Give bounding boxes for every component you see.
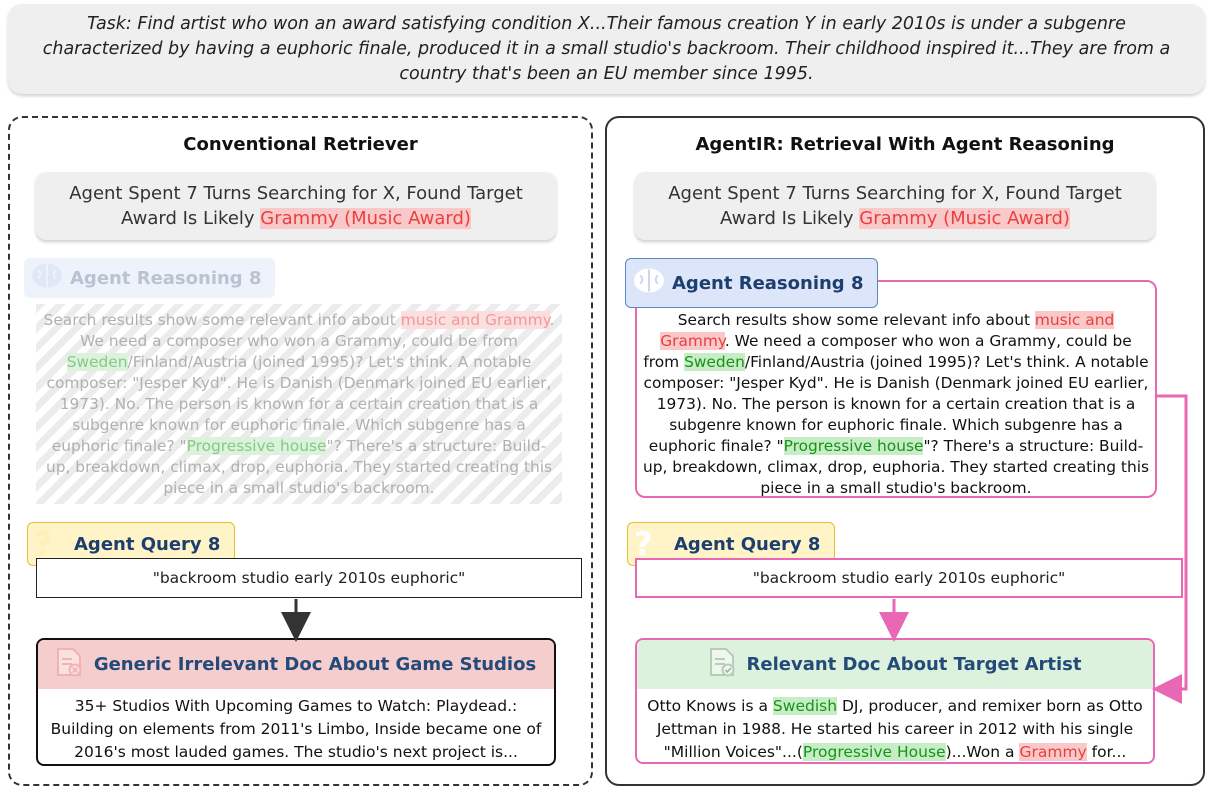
query-text: "backroom studio early 2010s euphoric" xyxy=(152,569,466,587)
doc-header: Generic Irrelevant Doc About Game Studio… xyxy=(38,640,554,689)
tag-label: Agent Query 8 xyxy=(74,533,221,555)
doc-text-part: )...Won a xyxy=(945,743,1020,761)
found-text: Agent Spent 7 Turns Searching for X, Fou… xyxy=(69,183,523,229)
reasoning-highlight: Sweden xyxy=(684,353,745,371)
reasoning-highlight: Progressive house xyxy=(783,437,924,455)
retrieved-document-irrelevant: Generic Irrelevant Doc About Game Studio… xyxy=(36,638,556,766)
doc-highlight: Progressive House xyxy=(802,743,946,761)
query-box: "backroom studio early 2010s euphoric" xyxy=(635,558,1183,598)
retrieved-document-relevant: Relevant Doc About Target Artist Otto Kn… xyxy=(635,638,1155,764)
reasoning-text: /Finland/Austria (joined 1995)? Let's th… xyxy=(643,353,1149,455)
doc-title: Generic Irrelevant Doc About Game Studio… xyxy=(93,654,537,675)
reasoning-text: . We need a composer who won a Grammy, c… xyxy=(80,311,555,350)
question-icon: ? xyxy=(34,525,53,563)
found-award-box: Agent Spent 7 Turns Searching for X, Fou… xyxy=(635,172,1155,240)
reasoning-text: Search results show some relevant info a… xyxy=(677,311,1035,329)
found-award-box: Agent Spent 7 Turns Searching for X, Fou… xyxy=(36,172,556,240)
query-box: "backroom studio early 2010s euphoric" xyxy=(36,558,582,598)
reasoning-text: Search results show some relevant info a… xyxy=(43,311,401,329)
question-icon: ? xyxy=(634,525,653,563)
doc-highlight: Swedish xyxy=(772,697,838,715)
task-description: Task: Find artist who won an award satis… xyxy=(8,4,1205,94)
reasoning-text: . We need a composer who won a Grammy, c… xyxy=(643,332,1132,371)
brain-icon xyxy=(632,266,666,301)
doc-header: Relevant Doc About Target Artist xyxy=(637,640,1153,689)
panel-title: AgentIR: Retrieval With Agent Reasoning xyxy=(695,134,1115,155)
reasoning-text: "? There's a structure: Build-up, breakd… xyxy=(643,437,1149,497)
conventional-retriever-panel: Conventional Retriever Agent Spent 7 Tur… xyxy=(8,116,593,786)
doc-text-part: Otto Knows is a xyxy=(647,697,773,715)
panel-title: Conventional Retriever xyxy=(183,134,418,155)
doc-highlight: Grammy xyxy=(1019,743,1087,761)
brain-icon xyxy=(30,261,64,296)
agent-reasoning-tag: Agent Reasoning 8 xyxy=(625,258,879,308)
document-check-icon xyxy=(709,647,735,682)
reasoning-highlight: Progressive house xyxy=(186,437,327,455)
agent-reasoning-box-faded: Search results show some relevant info a… xyxy=(36,304,562,504)
agent-reasoning-box: Search results show some relevant info a… xyxy=(635,280,1157,498)
found-highlight: Grammy (Music Award) xyxy=(260,208,471,229)
found-text: Agent Spent 7 Turns Searching for X, Fou… xyxy=(668,183,1122,229)
document-x-icon xyxy=(56,647,82,682)
query-text: "backroom studio early 2010s euphoric" xyxy=(752,569,1066,587)
task-text: Task: Find artist who won an award satis… xyxy=(42,13,1171,84)
tag-label: Agent Reasoning 8 xyxy=(672,272,864,294)
reasoning-text: "? There's a structure: Build-up, breakd… xyxy=(46,437,552,497)
reasoning-highlight: Sweden xyxy=(66,353,128,371)
doc-text: Otto Knows is a Swedish DJ, producer, an… xyxy=(637,689,1153,762)
found-highlight: Grammy (Music Award) xyxy=(859,208,1070,229)
doc-title: Relevant Doc About Target Artist xyxy=(746,654,1082,675)
doc-text: 35+ Studios With Upcoming Games to Watch… xyxy=(50,697,542,761)
reasoning-text: /Finland/Austria (joined 1995)? Let's th… xyxy=(46,353,552,455)
tag-label: Agent Reasoning 8 xyxy=(70,267,262,289)
doc-text-part: DJ, producer, and remixer born as Otto J… xyxy=(656,697,1143,761)
reasoning-highlight: music and Grammy xyxy=(400,311,550,329)
tag-label: Agent Query 8 xyxy=(674,533,821,555)
agentir-panel: AgentIR: Retrieval With Agent Reasoning … xyxy=(605,116,1205,786)
doc-text-part: for... xyxy=(1086,743,1127,761)
agent-reasoning-tag: Agent Reasoning 8 xyxy=(24,258,276,298)
